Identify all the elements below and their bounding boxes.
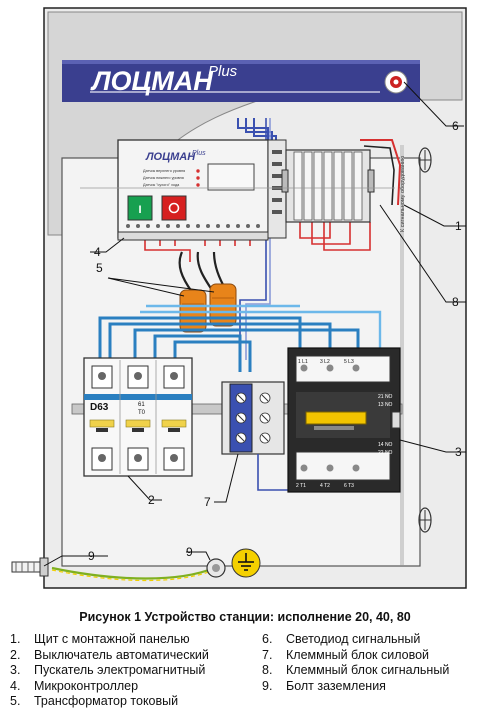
stop-button[interactable]: [161, 195, 187, 221]
brand-logo-suffix: Plus: [208, 63, 238, 80]
controller-logo-suffix: Plus: [192, 150, 206, 157]
callout-3: 3: [455, 445, 462, 459]
callout-5: 5: [96, 261, 103, 275]
ground-wire-yellow: [51, 569, 215, 582]
power-terminal-block: [221, 381, 285, 455]
controller-display: [207, 163, 255, 191]
legend-item: 2.Выключатель автоматический: [10, 647, 209, 662]
callout-9-inner: 9: [186, 545, 193, 559]
ground-bolt-inner: [206, 558, 226, 578]
legend-item: 6.Светодиод сигнальный: [262, 632, 421, 646]
stop-button-glyph: [168, 202, 180, 214]
mounting-hole-lower: [418, 507, 432, 533]
mounting-hole-upper: [418, 147, 432, 173]
controller-status-3: Датчик "сухого" хода: [143, 183, 180, 187]
callout-2: 2: [148, 493, 155, 507]
red-wire-to-signal: [360, 139, 402, 206]
start-button[interactable]: [127, 195, 153, 221]
contactor: 1 L1 3 L2 5 L3 2 T1 4 T2 6 T3 21 NO 13 N…: [287, 347, 401, 493]
brand-logo: ЛОЦМАН: [90, 66, 213, 96]
breaker-mark-top: 61: [138, 402, 145, 408]
callout-lines: [43, 81, 466, 567]
contactor-top-1: 1 L1: [298, 359, 308, 365]
contactor-aux-3: 14 NO: [378, 442, 393, 448]
legend-item: 9.Болт заземления: [262, 678, 386, 693]
contactor-top-3: 5 L3: [344, 359, 354, 365]
brand-banner: [62, 60, 420, 102]
legend-item: 3.Пускатель электромагнитный: [10, 663, 206, 677]
controller-status-2: Датчик нижнего уровня: [143, 176, 184, 180]
callout-7: 7: [204, 495, 211, 509]
controller-status-led-2: [196, 176, 200, 180]
callout-8: 8: [452, 295, 459, 309]
legend-item: 1.Щит с монтажной панелью: [10, 632, 190, 646]
legend-item: 7.Клеммный блок силовой: [262, 647, 430, 662]
controller-logo: ЛОЦМАН: [145, 151, 196, 163]
contactor-bottom-2: 4 T2: [320, 483, 330, 489]
callout-6: 6: [452, 119, 459, 133]
legend-item: 8.Клеммный блок сигнальный: [262, 663, 450, 677]
legend-right: 6.Светодиод сигнальный 7.Клеммный блок с…: [262, 632, 449, 694]
signal-terminal-block: [80, 149, 395, 223]
power-wires-blue: [98, 316, 360, 372]
callout-9-outer: 9: [88, 549, 95, 563]
contactor-top-2: 3 L2: [320, 359, 330, 365]
figure-caption: Рисунок 1 Устройство станции: исполнение…: [79, 610, 411, 624]
controller-terminal-screws: [126, 224, 260, 228]
red-wires: [144, 222, 371, 262]
legend-item: 5.Трансформатор токовый: [10, 694, 179, 708]
station-diagram: ЛОЦМАН Plus ЛОЦМАН Plus Датчик верхнего …: [11, 7, 467, 589]
microcontroller: ЛОЦМАН Plus Датчик верхнего уровня Датчи…: [117, 139, 287, 241]
breaker-model: D63: [90, 402, 109, 413]
callout-4: 4: [94, 245, 101, 259]
contactor-bottom-3: 6 T3: [344, 483, 354, 489]
circuit-breakers: D63 61 T0: [83, 357, 193, 477]
power-wires-light: [140, 304, 382, 352]
ground-symbol-icon: [231, 548, 261, 578]
ground-bolt-outer: [11, 557, 49, 577]
black-wire-to-signal: [363, 145, 395, 206]
callout-1: 1: [455, 219, 462, 233]
breaker-mark-bottom: T0: [138, 410, 146, 416]
controller-status-1: Датчик верхнего уровня: [143, 169, 185, 173]
signal-led-highlight: [393, 79, 399, 85]
contactor-aux-2: 13 NO: [378, 402, 393, 408]
controller-status-led-3: [196, 183, 200, 187]
start-button-glyph: I: [138, 204, 141, 216]
contactor-aux-4: 22 NO: [378, 450, 393, 456]
contactor-bottom-1: 2 T1: [296, 483, 306, 489]
contactor-aux-1: 21 NO: [378, 394, 393, 400]
controller-status-led-1: [196, 169, 200, 173]
ground-wire: [51, 566, 215, 580]
legend-left: 1.Щит с монтажной панелью 2.Выключатель …: [10, 632, 209, 710]
banner-top-stripe: [62, 60, 420, 64]
signal-equipment-note: К сигнальному оборудованию: [400, 156, 406, 232]
door-edge: [400, 145, 404, 565]
legend-item: 4.Микроконтроллер: [10, 678, 139, 693]
